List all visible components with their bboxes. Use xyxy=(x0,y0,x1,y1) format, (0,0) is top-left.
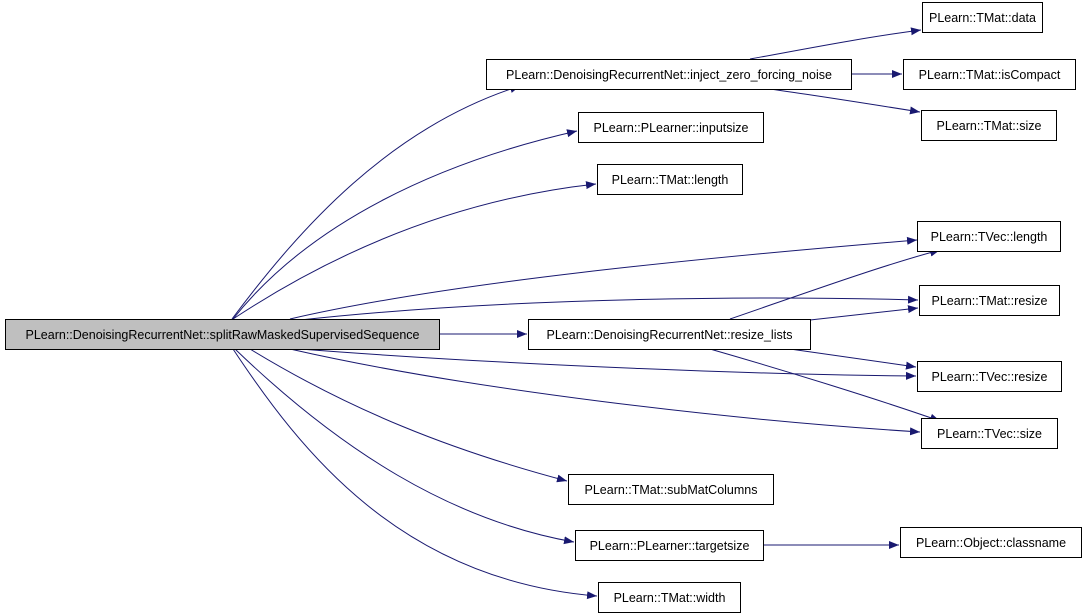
node-box xyxy=(486,59,852,90)
edge-resize_lists-to-tmat_resize xyxy=(809,305,919,321)
node-label: PLearn::DenoisingRecurrentNet::resize_li… xyxy=(547,328,793,342)
node-label: PLearn::TVec::size xyxy=(937,427,1042,441)
edge-resize_lists-to-tvec_length xyxy=(729,248,941,320)
edge-resize_lists-to-tvec_size xyxy=(709,348,941,422)
node-inputsize[interactable]: PLearn::PLearner::inputsize xyxy=(578,112,764,143)
node-tvec-size[interactable]: PLearn::TVec::size xyxy=(921,418,1058,449)
edge-inject-to-tmat_size xyxy=(769,88,921,115)
node-box xyxy=(5,319,440,350)
node-box xyxy=(921,110,1057,141)
node-box xyxy=(917,361,1062,392)
node-label: PLearn::TMat::subMatColumns xyxy=(585,483,758,497)
node-label: PLearn::TMat::width xyxy=(614,591,726,605)
node-box xyxy=(917,221,1061,252)
node-label: PLearn::PLearner::targetsize xyxy=(590,539,750,553)
node-label: PLearn::TMat::size xyxy=(937,119,1042,133)
node-targetsize[interactable]: PLearn::PLearner::targetsize xyxy=(575,530,764,561)
node-box xyxy=(919,285,1060,316)
edge-resize_lists-to-tvec_resize xyxy=(789,348,917,370)
node-tmat-resize[interactable]: PLearn::TMat::resize xyxy=(919,285,1060,316)
edge-root-to-tmat_resize xyxy=(299,295,919,321)
edge-root-to-tvec_resize xyxy=(299,348,917,380)
node-submat[interactable]: PLearn::TMat::subMatColumns xyxy=(568,474,774,505)
node-tvec-length[interactable]: PLearn::TVec::length xyxy=(917,221,1061,252)
node-root[interactable]: PLearn::DenoisingRecurrentNet::splitRawM… xyxy=(5,319,440,350)
node-box xyxy=(568,474,774,505)
edge-root-to-inject xyxy=(231,85,521,320)
node-box xyxy=(900,527,1082,558)
node-label: PLearn::TVec::length xyxy=(931,230,1048,244)
node-label: PLearn::TMat::resize xyxy=(931,294,1047,308)
node-box xyxy=(528,319,811,350)
edge-root-to-tvec_length xyxy=(289,236,918,320)
node-tvec-resize[interactable]: PLearn::TVec::resize xyxy=(917,361,1062,392)
edges xyxy=(231,27,941,600)
node-tmat-width[interactable]: PLearn::TMat::width xyxy=(598,582,741,613)
node-tmat-size[interactable]: PLearn::TMat::size xyxy=(921,110,1057,141)
node-tmat-length[interactable]: PLearn::TMat::length xyxy=(597,164,743,195)
nodes: PLearn::DenoisingRecurrentNet::splitRawM… xyxy=(5,2,1082,613)
edge-root-to-tmat_width xyxy=(232,348,598,600)
node-label: PLearn::TVec::resize xyxy=(931,370,1047,384)
node-box xyxy=(921,418,1058,449)
edge-root-to-tmat_length xyxy=(232,181,597,320)
node-resize-lists[interactable]: PLearn::DenoisingRecurrentNet::resize_li… xyxy=(528,319,811,350)
node-label: PLearn::DenoisingRecurrentNet::splitRawM… xyxy=(26,328,420,342)
node-label: PLearn::TMat::isCompact xyxy=(919,68,1061,82)
node-label: PLearn::DenoisingRecurrentNet::inject_ze… xyxy=(506,68,832,82)
node-tmat-data[interactable]: PLearn::TMat::data xyxy=(922,2,1043,33)
node-box xyxy=(598,582,741,613)
node-box xyxy=(922,2,1043,33)
node-inject[interactable]: PLearn::DenoisingRecurrentNet::inject_ze… xyxy=(486,59,852,90)
node-box xyxy=(578,112,764,143)
node-classname[interactable]: PLearn::Object::classname xyxy=(900,527,1082,558)
edge-root-to-tvec_size xyxy=(289,348,921,436)
node-label: PLearn::TMat::length xyxy=(612,173,729,187)
edge-root-to-submat xyxy=(249,348,568,483)
edge-root-to-inputsize xyxy=(232,129,578,320)
node-box xyxy=(903,59,1076,90)
node-tmat-iscompact[interactable]: PLearn::TMat::isCompact xyxy=(903,59,1076,90)
edge-root-to-targetsize xyxy=(234,348,575,545)
node-label: PLearn::PLearner::inputsize xyxy=(594,121,749,135)
edge-inject-to-tmat_data xyxy=(749,27,922,60)
node-label: PLearn::TMat::data xyxy=(929,11,1036,25)
node-box xyxy=(597,164,743,195)
node-box xyxy=(575,530,764,561)
node-label: PLearn::Object::classname xyxy=(916,536,1066,550)
